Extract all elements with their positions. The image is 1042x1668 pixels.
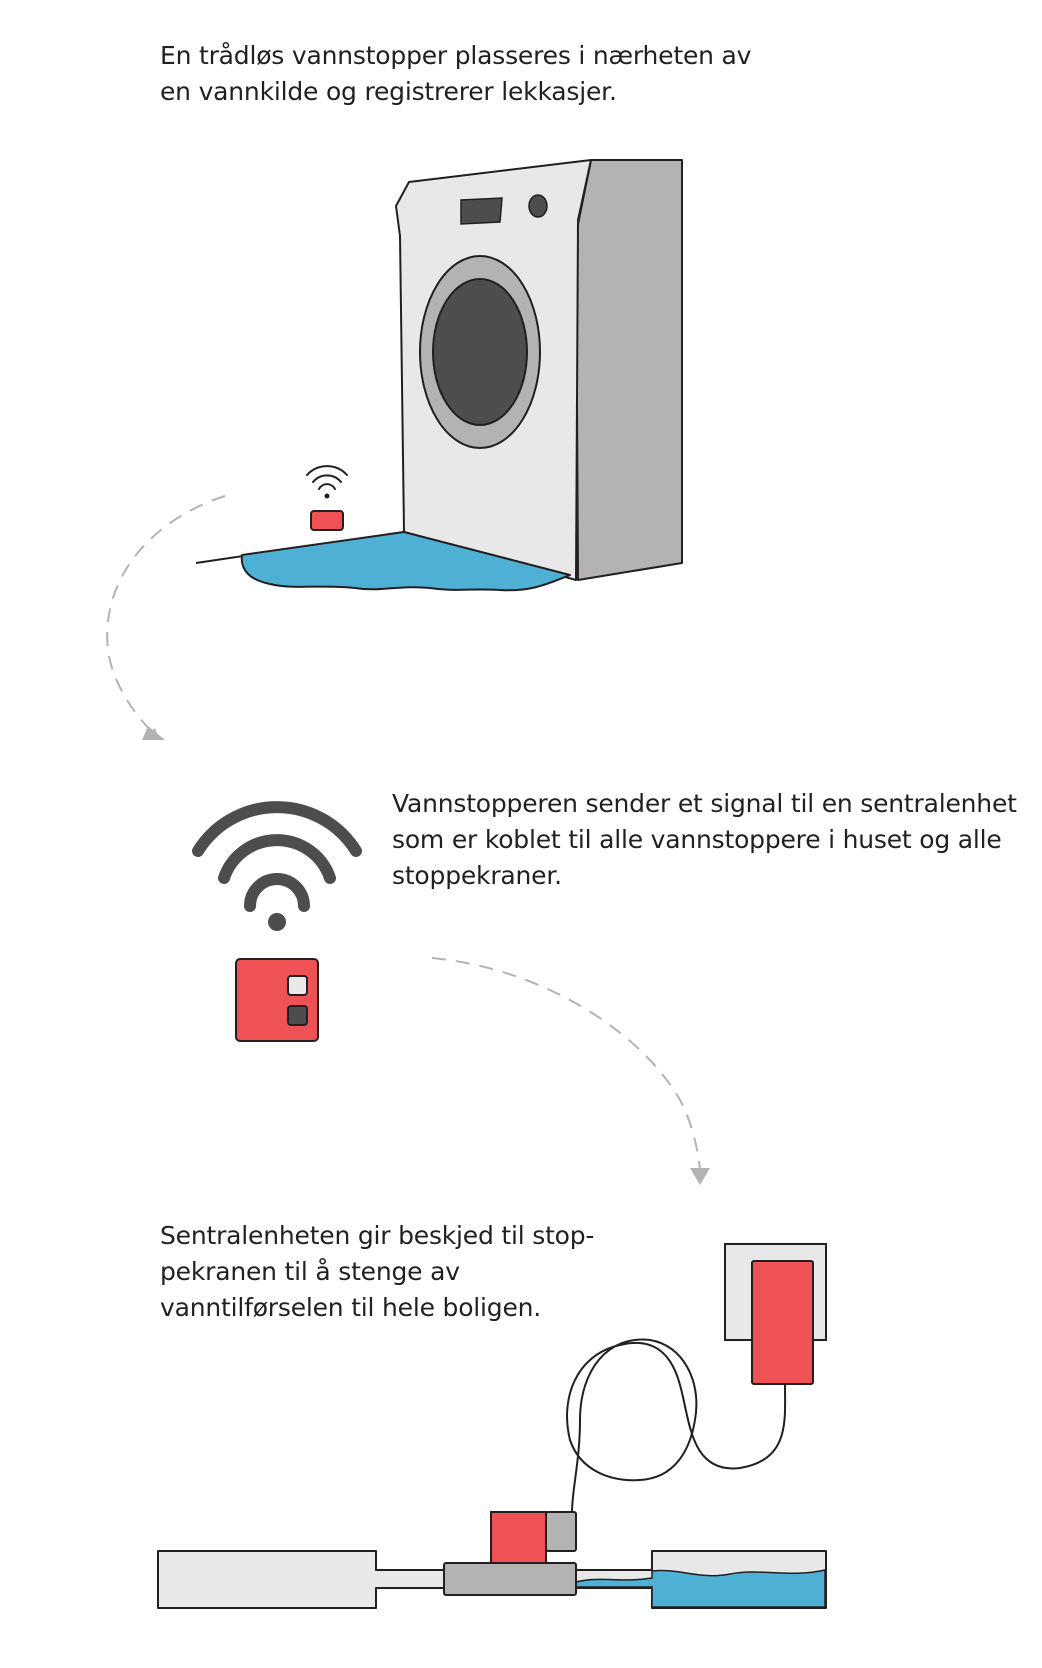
wifi-icon <box>192 801 362 931</box>
washing-machine-icon <box>195 159 683 581</box>
central-unit-dark-button <box>287 1005 308 1026</box>
power-adapter-icon <box>751 1260 814 1385</box>
valve-actuator <box>490 1511 547 1564</box>
machine-display <box>460 197 503 225</box>
central-unit-icon <box>235 958 319 1042</box>
dashed-arrow-icon <box>431 957 701 1171</box>
central-unit-body <box>235 958 319 1042</box>
machine-door-glass <box>432 278 528 426</box>
arrowhead-2 <box>690 1168 710 1185</box>
pipe-left <box>157 1550 445 1609</box>
step-2-line-3: stoppekraner. <box>392 861 562 890</box>
water-leak-icon <box>240 531 571 592</box>
arrowhead-1 <box>142 726 165 740</box>
step-3-line-1: Sentralenheten gir beskjed til stop- <box>160 1221 595 1250</box>
step-2-line-2: som er koblet til alle vannstoppere i hu… <box>392 825 1002 854</box>
step-1-line-2: en vannkilde og registrerer lekkasjer. <box>160 77 617 106</box>
step-1-line-1: En trådløs vannstopper plasseres i nærhe… <box>160 41 752 70</box>
valve-body <box>443 1562 577 1596</box>
water-sensor-icon <box>310 510 344 531</box>
shutoff-valve-icon <box>443 1511 577 1596</box>
valve-connector <box>545 1511 577 1552</box>
cable-icon <box>566 1338 787 1513</box>
wifi-icon <box>306 465 348 499</box>
step-1-caption: En trådløs vannstopper plasseres i nærhe… <box>160 38 751 110</box>
machine-knob <box>528 194 548 218</box>
step-2-caption: Vannstopperen sender et signal til en se… <box>392 786 1017 894</box>
central-unit-light-button <box>287 975 308 996</box>
machine-side-panel <box>575 159 683 581</box>
pipe-icon <box>157 1550 827 1609</box>
step-3-caption: Sentralenheten gir beskjed til stop- pek… <box>160 1218 594 1326</box>
pipe-water <box>575 1569 826 1608</box>
step-2-line-1: Vannstopperen sender et signal til en se… <box>392 789 1017 818</box>
step-3-line-2: pekranen til å stenge av <box>160 1257 460 1286</box>
step-3-line-3: vanntilførselen til hele boligen. <box>160 1293 542 1322</box>
dashed-arrow-icon <box>106 495 226 739</box>
